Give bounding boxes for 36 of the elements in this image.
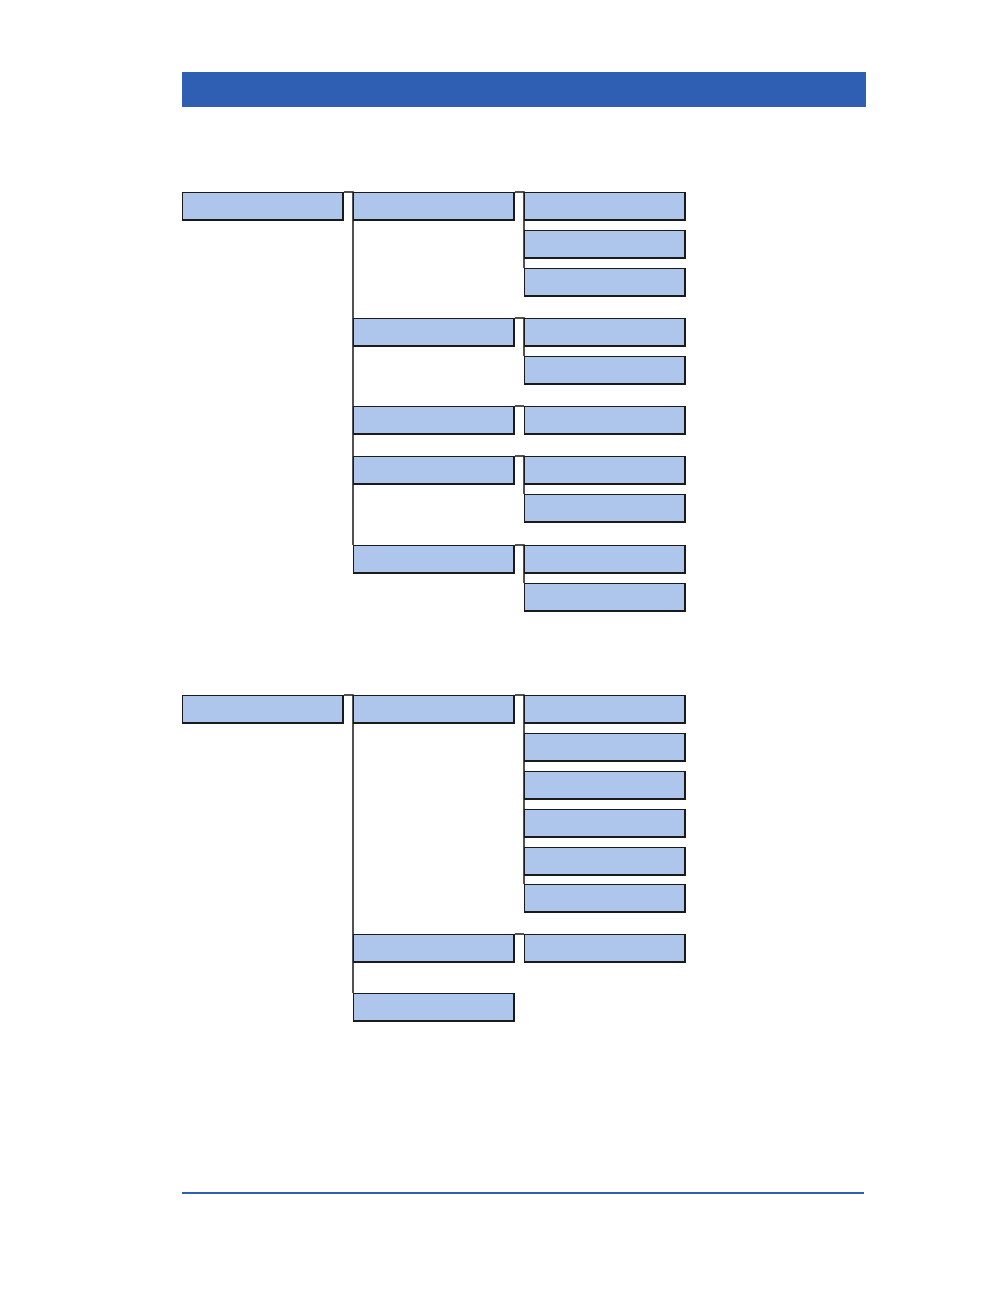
empty-box: [353, 934, 515, 963]
connector-line: [343, 191, 354, 546]
empty-box: [182, 695, 344, 724]
empty-box: [353, 406, 515, 435]
connector-line: [514, 191, 525, 269]
empty-box: [524, 406, 686, 435]
connector-line: [514, 544, 525, 584]
empty-box: [182, 192, 344, 221]
empty-box: [524, 733, 686, 762]
empty-box: [524, 847, 686, 876]
empty-box: [524, 809, 686, 838]
empty-box: [524, 884, 686, 913]
empty-box: [353, 993, 515, 1022]
connector-line: [514, 405, 525, 407]
connector-line: [343, 694, 354, 994]
empty-box: [524, 771, 686, 800]
empty-box: [524, 192, 686, 221]
empty-box: [524, 545, 686, 574]
empty-box: [353, 695, 515, 724]
connector-line: [514, 933, 525, 935]
empty-box: [353, 545, 515, 574]
empty-box: [524, 695, 686, 724]
connector-line: [514, 694, 525, 885]
empty-box: [353, 318, 515, 347]
empty-box: [524, 356, 686, 385]
empty-box: [524, 268, 686, 297]
empty-box: [524, 583, 686, 612]
empty-box: [353, 192, 515, 221]
empty-box: [524, 230, 686, 259]
empty-box: [524, 934, 686, 963]
empty-box: [524, 456, 686, 485]
empty-box: [524, 318, 686, 347]
empty-box: [353, 456, 515, 485]
connector-line: [514, 455, 525, 495]
connector-line: [514, 317, 525, 357]
empty-box: [524, 494, 686, 523]
